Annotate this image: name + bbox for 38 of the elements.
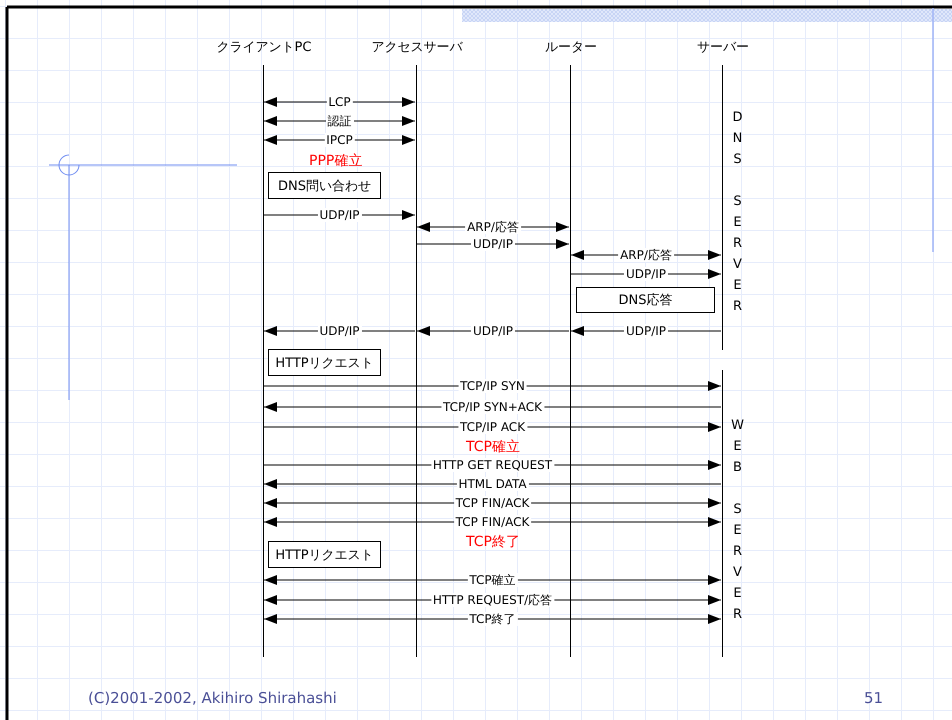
vertical-label: WEB SERVER bbox=[731, 418, 744, 628]
edge-label: ARP/応答 bbox=[465, 220, 521, 234]
edge-label: TCP確立 bbox=[467, 573, 518, 587]
edge-label: TCP/IP ACK bbox=[458, 420, 528, 434]
process-box: HTTPリクエスト bbox=[268, 541, 381, 568]
edge-label: HTML DATA bbox=[456, 477, 529, 491]
edge-label: HTTP GET REQUEST bbox=[430, 458, 554, 472]
edge-label: HTTP REQUEST/応答 bbox=[430, 593, 554, 607]
status-note: PPP確立 bbox=[309, 152, 362, 170]
status-note: TCP確立 bbox=[466, 438, 520, 456]
edge-label: ARP/応答 bbox=[618, 248, 674, 262]
edge-label: LCP bbox=[326, 95, 353, 109]
edge-label: TCP終了 bbox=[467, 612, 518, 626]
arrow bbox=[264, 575, 722, 585]
edge-label: TCP/IP SYN+ACK bbox=[440, 400, 544, 414]
edge-label: UDP/IP bbox=[470, 237, 516, 251]
edge-label: UDP/IP bbox=[317, 324, 362, 338]
edge-label: IPCP bbox=[324, 133, 355, 147]
participant-label: アクセスサーバ bbox=[372, 39, 462, 56]
edge-label: UDP/IP bbox=[317, 208, 362, 222]
page-number: 51 bbox=[864, 689, 884, 707]
edge-label: 認証 bbox=[326, 114, 354, 128]
process-box: DNS応答 bbox=[576, 287, 715, 313]
edge-label: TCP FIN/ACK bbox=[454, 515, 532, 529]
process-box: HTTPリクエスト bbox=[268, 349, 381, 376]
edge-label: UDP/IP bbox=[624, 324, 668, 338]
status-note: TCP終了 bbox=[466, 533, 520, 551]
footer-text: (C)2001-2002, Akihiro Shirahashi bbox=[88, 689, 337, 707]
edge-label: UDP/IP bbox=[624, 267, 668, 281]
vertical-label: DNS SERVER bbox=[731, 110, 744, 320]
process-box: DNS問い合わせ bbox=[268, 172, 381, 199]
edge-label: TCP/IP SYN bbox=[458, 379, 527, 393]
participant-label: クライアントPC bbox=[216, 39, 312, 56]
participant-label: サーバー bbox=[697, 39, 749, 56]
edge-label: TCP FIN/ACK bbox=[454, 496, 532, 510]
edge-label: UDP/IP bbox=[470, 324, 516, 338]
participant-label: ルーター bbox=[545, 39, 597, 56]
arrow bbox=[264, 614, 722, 624]
